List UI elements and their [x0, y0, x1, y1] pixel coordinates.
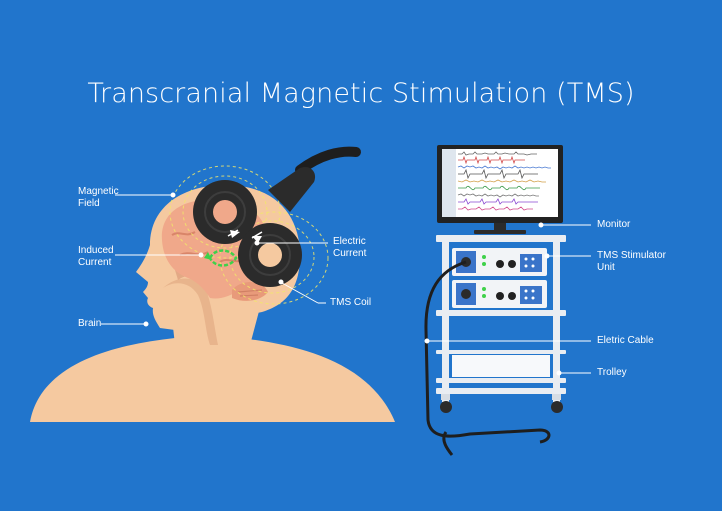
tms-equipment [424, 145, 566, 456]
label-magnetic-field: Magnetic Field [78, 186, 119, 209]
label-stimulator-unit: TMS Stimulator Unit [597, 250, 666, 273]
induced-current [204, 249, 238, 267]
label-electric-current: Electric Current [333, 236, 367, 259]
label-brain: Brain [78, 318, 102, 329]
monitor-screen [442, 149, 558, 217]
label-monitor: Monitor [597, 219, 631, 230]
tms-coil [193, 146, 361, 287]
diagram-title: Transcranial Magnetic Stimulation (TMS) [87, 78, 635, 109]
head-illustration [30, 185, 395, 422]
trolley-top [436, 235, 566, 242]
label-electric-cable: Eletric Cable [597, 335, 654, 346]
electric-cable [424, 260, 551, 444]
label-trolley: Trolley [597, 367, 627, 378]
label-tms-coil: TMS Coil [330, 297, 372, 308]
leader-lines [101, 192, 591, 376]
label-induced-current: Induced Current [78, 245, 114, 268]
